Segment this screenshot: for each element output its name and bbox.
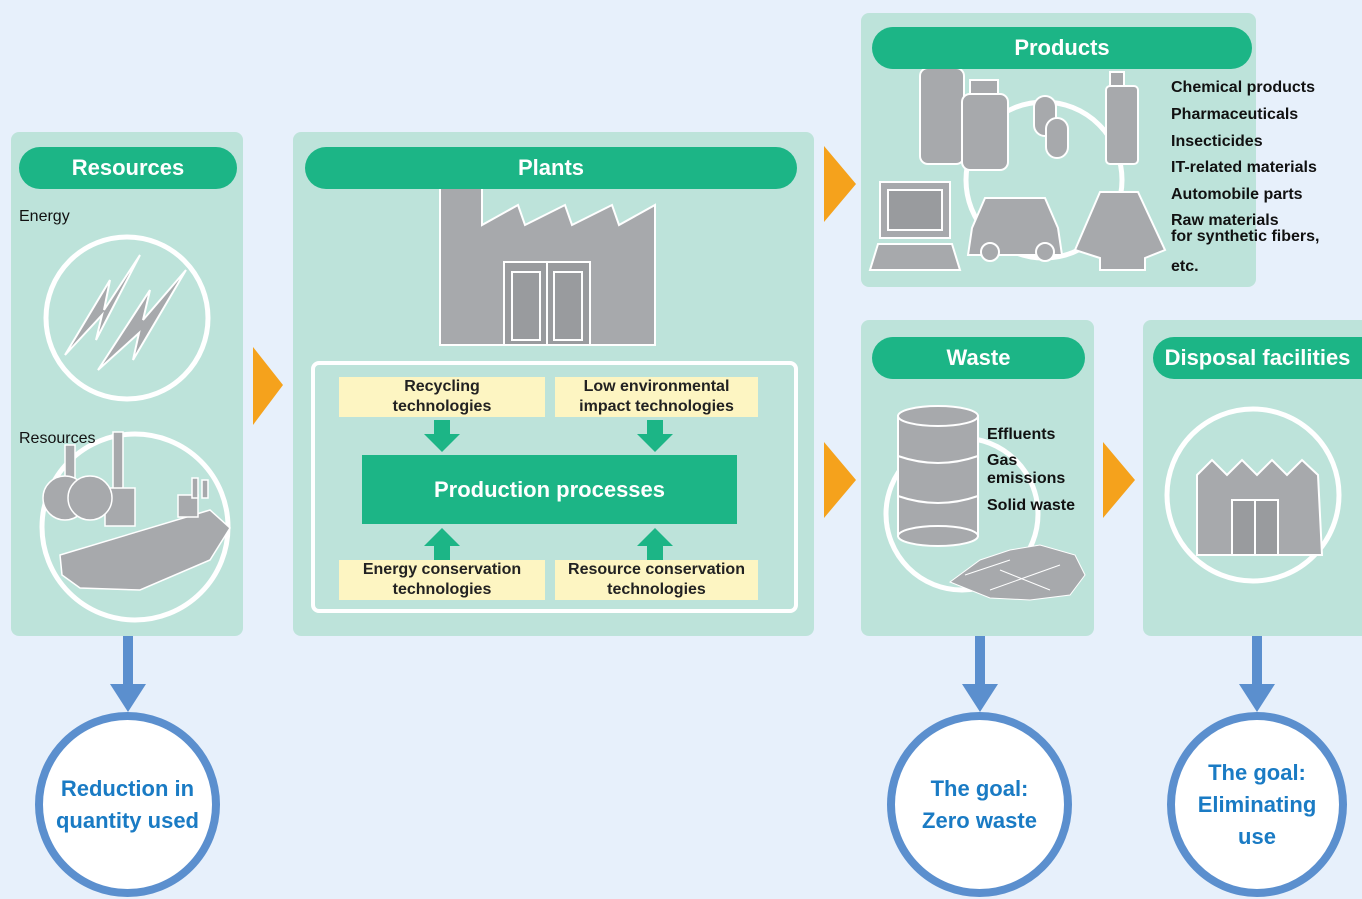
product-item: IT-related materials [1171, 159, 1317, 176]
product-item: Pharmaceuticals [1171, 106, 1299, 123]
waste-item: Gas emissions [987, 452, 1066, 487]
scrap-icon [948, 544, 1086, 601]
flow-arrows [253, 146, 1135, 518]
product-icons [868, 51, 1167, 271]
product-item: etc. [1171, 258, 1199, 275]
factory-icon [439, 171, 656, 346]
product-item: Chemical products [1171, 79, 1316, 96]
lightning-icon [64, 254, 187, 371]
energy-label: Energy [19, 208, 70, 225]
disposal-title: Disposal facilities [1153, 337, 1362, 379]
waste-title: Waste [872, 337, 1085, 379]
goal-zero-waste-text: The goal: Zero waste [922, 775, 1037, 833]
refinery-ship-icon [42, 431, 231, 591]
energy-tech-label: Energy conservation technologies [362, 561, 522, 598]
goal-zero-waste-circle: The goal: Zero waste [887, 712, 1072, 897]
production-processes-label: Production processes [433, 477, 666, 502]
low-impact-tech-label: Low environmental impact technologies [579, 378, 734, 415]
low-impact-tech-box: Low environmental impact technologies [555, 377, 758, 417]
product-item: Insecticides [1171, 133, 1263, 150]
waste-item: Solid waste [987, 497, 1076, 514]
product-item: Raw materials for synthetic fibers, [1171, 212, 1320, 245]
products-title: Products [872, 27, 1252, 69]
resources-label: Resources [19, 430, 96, 447]
disposal-facility-icon [1196, 458, 1324, 556]
goal-eliminating-text: The goal: Eliminating use [1197, 759, 1317, 849]
goal-reduction-circle: Reduction in quantity used [35, 712, 220, 897]
resources-title: Resources [19, 147, 237, 189]
recycling-tech-label: Recycling technologies [392, 378, 492, 415]
resource-tech-box: Resource conservation technologies [555, 560, 758, 600]
goal-eliminating-circle: The goal: Eliminating use [1167, 712, 1347, 897]
product-item: Automobile parts [1171, 186, 1303, 203]
recycling-tech-box: Recycling technologies [339, 377, 545, 417]
energy-tech-box: Energy conservation technologies [339, 560, 545, 600]
plants-title: Plants [305, 147, 797, 189]
goal-arrows [110, 636, 1275, 712]
waste-item: Effluents [987, 426, 1056, 443]
drum-icon [897, 405, 979, 547]
tech-arrows [424, 420, 673, 560]
goal-reduction-text: Reduction in quantity used [55, 775, 199, 833]
resource-tech-label: Resource conservation technologies [568, 561, 745, 598]
